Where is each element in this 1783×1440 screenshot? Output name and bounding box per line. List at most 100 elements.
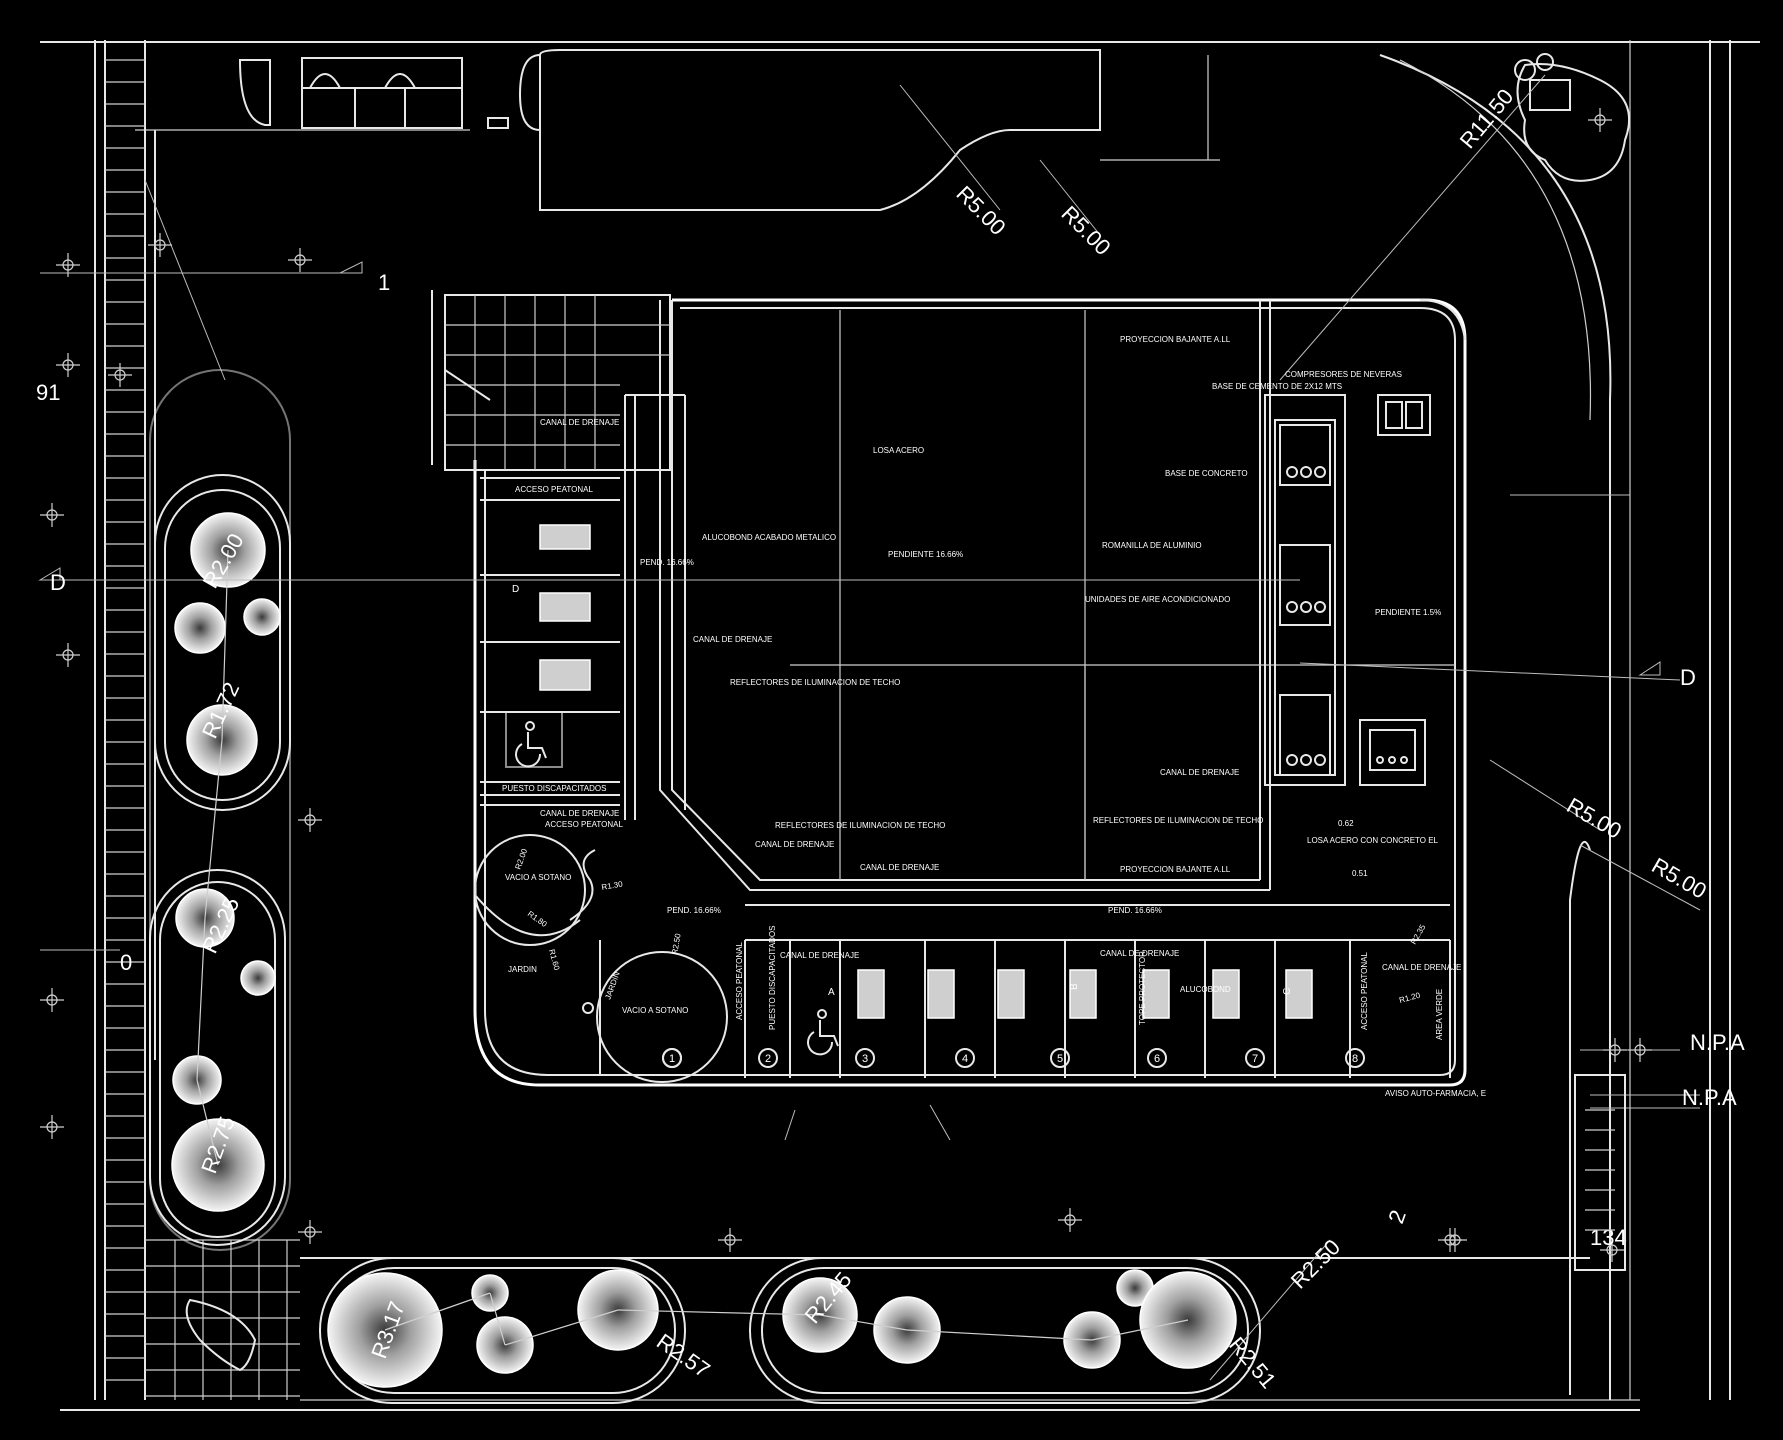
planting-line — [384, 1292, 491, 1331]
note: COMPRESORES DE NEVERAS — [1285, 370, 1402, 379]
note: LOSA ACERO — [873, 446, 924, 455]
note: LOSA ACERO CON CONCRETO EL — [1307, 836, 1439, 845]
note: CANAL DE DRENAJE — [1160, 768, 1239, 777]
note: CANAL DE DRENAJE — [860, 863, 939, 872]
radius-label: R2.57 — [652, 1329, 714, 1383]
tree-canopy — [174, 602, 226, 654]
stall-number: 8 — [1352, 1053, 1358, 1065]
note: REFLECTORES DE ILUMINACION DE TECHO — [730, 678, 900, 687]
note: AREA VERDE — [1435, 989, 1444, 1040]
note: D — [512, 584, 519, 595]
note: CANAL DE DRENAJE — [540, 418, 619, 427]
stall-number-ring — [758, 1048, 778, 1068]
section-mark: D — [1680, 665, 1696, 690]
small-dim: R2.35 — [1409, 923, 1428, 946]
radius-label: R5.00 — [951, 181, 1010, 240]
survey-markers — [40, 108, 1652, 1262]
note: VACIO A SOTANO — [505, 873, 571, 882]
note: ACCESO PEATONAL — [545, 820, 624, 829]
equipment-area — [1264, 394, 1431, 786]
small-dim: R1.30 — [601, 879, 624, 892]
wheelchair-icon — [807, 1009, 839, 1056]
planting-line — [221, 549, 229, 741]
stall-number-ring — [1345, 1048, 1365, 1068]
note: ACCESO PEATONAL — [735, 942, 744, 1021]
note: ACCESO PEATONAL — [515, 485, 594, 494]
note: REFLECTORES DE ILUMINACION DE TECHO — [1093, 816, 1263, 825]
parking-bumper — [1069, 969, 1097, 1019]
basement-voids — [474, 834, 728, 1083]
note: CANAL DE DRENAJE — [1100, 949, 1179, 958]
note: CANAL DE DRENAJE — [540, 809, 619, 818]
note: PEND. 16.66% — [667, 906, 721, 915]
small-dim: R2.00 — [513, 847, 529, 871]
radius-labels: R5.00 R5.00 R11.50 R5.00 R5.00 R2.50 R2.… — [196, 84, 1711, 1393]
section-mark: 0 — [120, 950, 132, 975]
planting-line — [819, 1314, 908, 1331]
planting-line — [196, 917, 206, 1081]
small-dim: 134 — [1590, 1225, 1627, 1250]
note: ALUCOBOND ACABADO METALICO — [702, 533, 836, 542]
note: CANAL DE DRENAJE — [780, 951, 859, 960]
property-boundary — [40, 40, 1760, 1411]
tree-canopy — [243, 598, 281, 636]
radius-label: R5.00 — [1563, 793, 1626, 844]
note: ROMANILLA DE ALUMINIO — [1102, 541, 1202, 550]
level-label: N.P.A — [1690, 1030, 1745, 1055]
section-mark: 2 — [1383, 1207, 1411, 1227]
trees — [171, 512, 1237, 1388]
radius-label: R2.50 — [1286, 1234, 1345, 1293]
note: PROYECCION BAJANTE A.LL — [1120, 865, 1231, 874]
small-dim: R2.50 — [670, 932, 683, 955]
right-stair-block — [1574, 1074, 1626, 1271]
stall-number: 7 — [1252, 1053, 1258, 1065]
note: REFLECTORES DE ILUMINACION DE TECHO — [775, 821, 945, 830]
parking-bumper — [1212, 969, 1240, 1019]
note: B — [1069, 983, 1080, 990]
stall-number: 1 — [669, 1053, 675, 1065]
note: PENDIENTE 1.5% — [1375, 608, 1441, 617]
level-labels: N.P.A N.P.A — [1682, 1030, 1745, 1110]
annotation-notes: ACCESO PEATONAL CANAL DE DRENAJE ALUCOBO… — [502, 335, 1486, 1098]
note: PUESTO DISCAPACITADOS — [768, 926, 777, 1030]
planting-line — [617, 1309, 821, 1316]
note: 0.51 — [1352, 869, 1368, 878]
note: PENDIENTE 16.66% — [888, 550, 963, 559]
note: PEND. 16.66% — [1108, 906, 1162, 915]
main-building — [431, 290, 1467, 1087]
wheelchair-icon — [505, 711, 563, 768]
corner-arc — [1419, 299, 1466, 341]
stall-number-ring — [1050, 1048, 1070, 1068]
parking-bumper — [1285, 969, 1313, 1019]
section-mark: 1 — [378, 270, 390, 295]
section-mark: 91 — [36, 380, 60, 405]
note: A — [828, 987, 835, 998]
tree-canopy — [240, 960, 276, 996]
stall-number-ring — [1245, 1048, 1265, 1068]
note: JARDIN — [508, 965, 537, 974]
note: TOPE PROTECTOR — [1138, 951, 1147, 1025]
note: PUESTO DISCAPACITADOS — [502, 784, 606, 793]
planting-line — [489, 1292, 506, 1346]
small-dim: R1.80 — [526, 909, 549, 929]
planting-line — [1091, 1319, 1189, 1341]
note: CANAL DE DRENAJE — [755, 840, 834, 849]
planting-line — [196, 1079, 219, 1166]
note: CANAL DE DRENAJE — [1382, 963, 1461, 972]
stall-number: 3 — [862, 1053, 868, 1065]
note: 0.62 — [1338, 819, 1354, 828]
parking-bumper — [927, 969, 955, 1019]
parking-bumper — [997, 969, 1025, 1019]
small-dim: R1.60 — [547, 948, 561, 971]
landscape-islands — [149, 369, 1261, 1404]
note: BASE DE CONCRETO — [1165, 469, 1248, 478]
stall-number-ring — [955, 1048, 975, 1068]
note: PROYECCION BAJANTE A.LL — [1120, 335, 1231, 344]
radius-label: R5.00 — [1056, 201, 1115, 260]
stall-number: 2 — [765, 1053, 771, 1065]
note: C — [1282, 988, 1293, 995]
stall-number: 5 — [1057, 1053, 1063, 1065]
